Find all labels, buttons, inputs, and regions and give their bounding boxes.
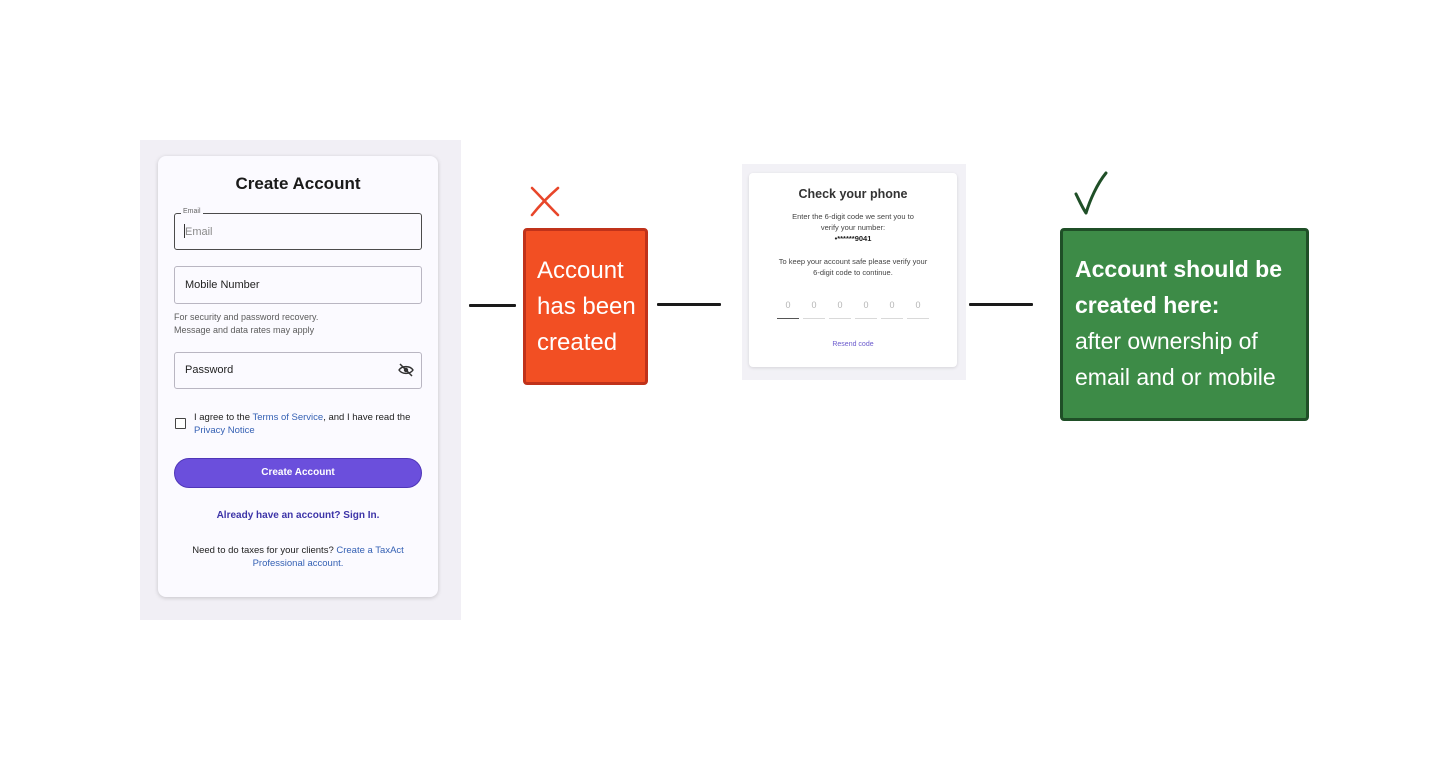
code-underline-4 [855,318,877,319]
phone-line-3: To keep your account safe please verify … [778,257,928,266]
code-underline-5 [881,318,903,319]
professional-account-text: Need to do taxes for your clients? Creat… [174,544,422,570]
green-line-2: created here: [1075,287,1282,323]
code-digit-3[interactable]: 0 [837,300,843,310]
red-line-3: created [537,329,618,356]
agree-checkbox[interactable] [175,418,186,429]
professional-account-link[interactable]: Create a TaxAct Professional account. [252,545,404,569]
connector-line-3 [969,303,1033,306]
phone-line-1: Enter the 6-digit code we sent you to [792,212,914,221]
password-label: Password [185,364,234,376]
account-should-be-created-green-box [1060,228,1309,421]
help-line-2: Message and data rates may apply [174,325,315,335]
agree-text: I agree to the Terms of Service, and I h… [194,411,426,437]
connector-line-1 [469,304,516,307]
check-mark-icon [1074,171,1108,215]
create-account-button[interactable]: Create Account [174,458,422,488]
code-underline-1 [777,318,799,319]
agree-middle: , and I have read the [323,412,411,423]
code-underline-2 [803,318,825,319]
green-box-text: Account should be created here: after ow… [1075,251,1282,395]
email-field[interactable] [174,213,422,250]
code-digit-6[interactable]: 0 [915,300,921,310]
agree-prefix: I agree to the [194,412,253,423]
mobile-help-text: For security and password recovery. Mess… [174,311,318,337]
check-phone-card [749,173,957,367]
code-digit-4[interactable]: 0 [863,300,869,310]
resend-code-link[interactable]: Resend code [832,341,874,348]
green-line-3: after ownership of [1075,328,1258,354]
help-line-1: For security and password recovery. [174,312,319,322]
masked-phone-number: •******9041 [834,234,872,243]
password-field[interactable] [174,352,422,389]
phone-line-2: verify your number: [820,223,886,232]
code-digit-1[interactable]: 0 [785,300,791,310]
terms-of-service-link[interactable]: Terms of Service [252,412,324,423]
red-line-1: Account [537,257,624,284]
code-underline-6 [907,318,929,319]
mobile-number-field[interactable] [174,266,422,304]
phone-instructions: Enter the 6-digit code we sent you to ve… [762,211,944,244]
green-line-1: Account should be [1075,251,1282,287]
privacy-notice-link[interactable]: Privacy Notice [194,425,255,436]
eye-slash-icon[interactable] [398,363,414,377]
code-digit-5[interactable]: 0 [889,300,895,310]
check-phone-title: Check your phone [798,187,908,201]
connector-line-2 [657,303,721,306]
create-account-title: Create Account [235,174,361,193]
pro-prefix: Need to do taxes for your clients? [192,545,337,556]
code-digit-2[interactable]: 0 [811,300,817,310]
red-box-text: Account has been created [537,253,636,361]
green-line-4: email and or mobile [1075,364,1276,390]
text-caret [184,224,185,238]
phone-line-4: 6-digit code to continue. [813,268,893,277]
account-created-red-box [523,228,648,385]
code-underline-3 [829,318,851,319]
x-mark-icon [530,186,560,217]
mobile-number-label: Mobile Number [185,279,260,291]
green-bold-1: Account should be [1075,256,1282,282]
email-floating-label: Email [181,208,203,215]
email-placeholder: Email [185,226,213,238]
red-line-2: has been [537,293,636,320]
green-bold-2: created here: [1075,292,1220,318]
phone-safety-text: To keep your account safe please verify … [762,256,944,278]
sign-in-link[interactable]: Already have an account? Sign In. [216,510,380,521]
